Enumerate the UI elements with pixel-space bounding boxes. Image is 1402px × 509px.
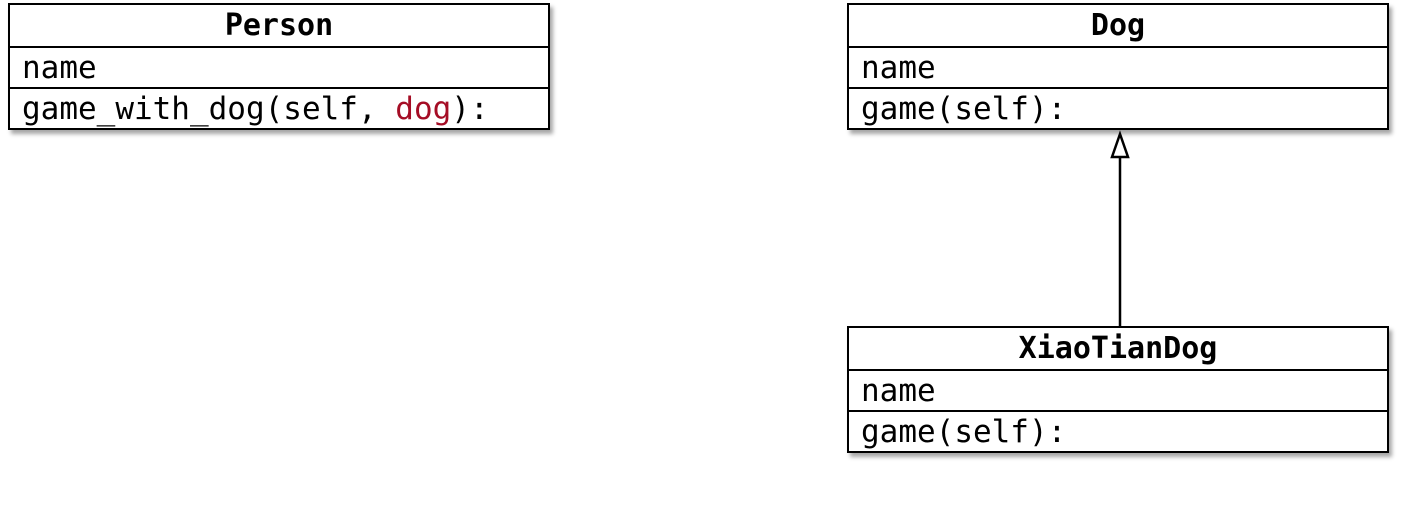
person-class-box[interactable]: Person name game_with_dog(self, dog): [8, 3, 550, 130]
person-method-prefix: game_with_dog(self, [22, 91, 396, 127]
dog-attribute-name: name [849, 46, 1387, 87]
person-attribute-name: name [10, 46, 548, 87]
xiaotiandog-method-game: game(self): [849, 410, 1387, 451]
dog-class-title: Dog [1090, 8, 1146, 43]
xiaotiandog-class-box[interactable]: XiaoTianDog name game(self): [847, 326, 1389, 453]
person-class-title: Person [224, 8, 334, 43]
xiaotiandog-class-title: XiaoTianDog [1018, 331, 1218, 366]
person-method-param-dog: dog [395, 91, 452, 127]
person-method-suffix: ): [451, 91, 489, 127]
dog-method-game: game(self): [849, 87, 1387, 128]
person-method-game-with-dog: game_with_dog(self, dog): [10, 87, 548, 128]
xiaotiandog-attribute-name: name [849, 369, 1387, 410]
dog-class-box[interactable]: Dog name game(self): [847, 3, 1389, 130]
inheritance-arrowhead-icon [1110, 130, 1130, 159]
